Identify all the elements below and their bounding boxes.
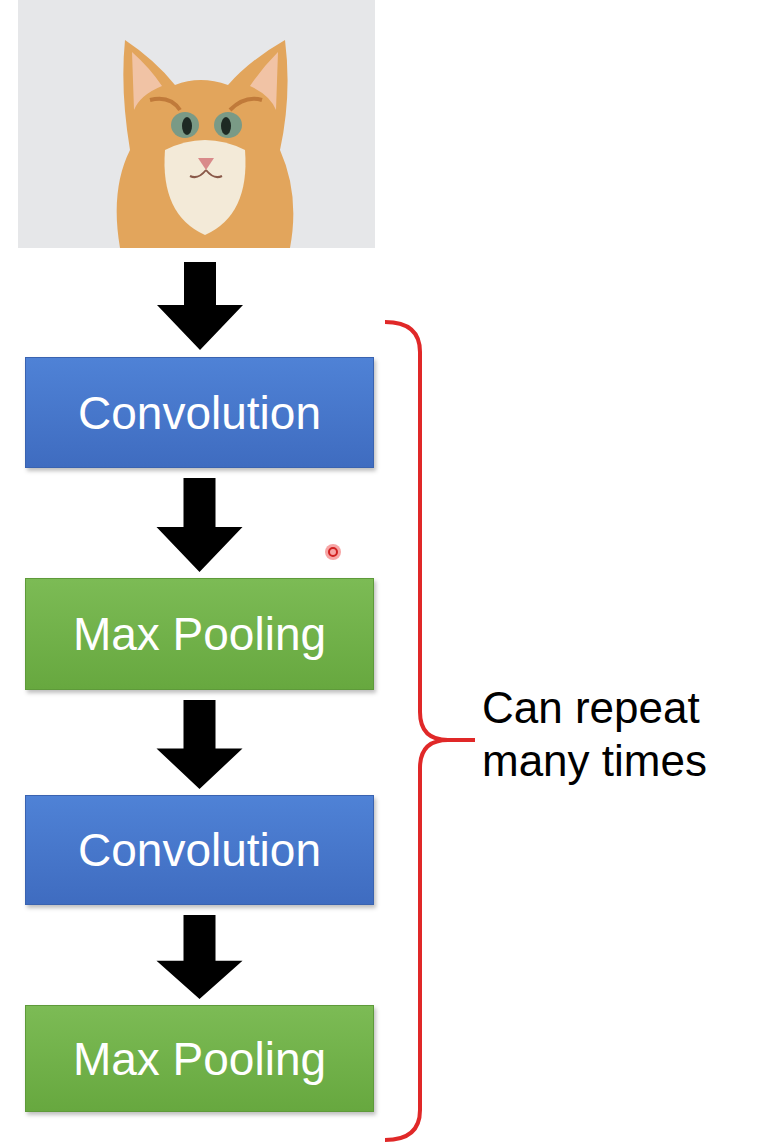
red-bracket — [385, 322, 475, 1140]
max-pooling-box: Max Pooling — [25, 578, 374, 690]
convolution-box: Convolution — [25, 795, 374, 905]
block-arrow — [157, 915, 243, 999]
pointer-dot-core — [329, 548, 337, 556]
box-label: Max Pooling — [73, 1032, 326, 1086]
box-label: Max Pooling — [73, 607, 326, 661]
convolution-box: Convolution — [25, 357, 374, 468]
bracket-note: Can repeat many times — [482, 682, 742, 788]
cat-photo — [18, 0, 375, 248]
block-arrow — [157, 700, 243, 789]
pointer-dot — [325, 544, 341, 560]
box-label: Convolution — [78, 386, 321, 440]
block-arrow — [157, 478, 243, 572]
box-label: Convolution — [78, 823, 321, 877]
max-pooling-box: Max Pooling — [25, 1005, 374, 1112]
down-arrow — [157, 262, 243, 350]
